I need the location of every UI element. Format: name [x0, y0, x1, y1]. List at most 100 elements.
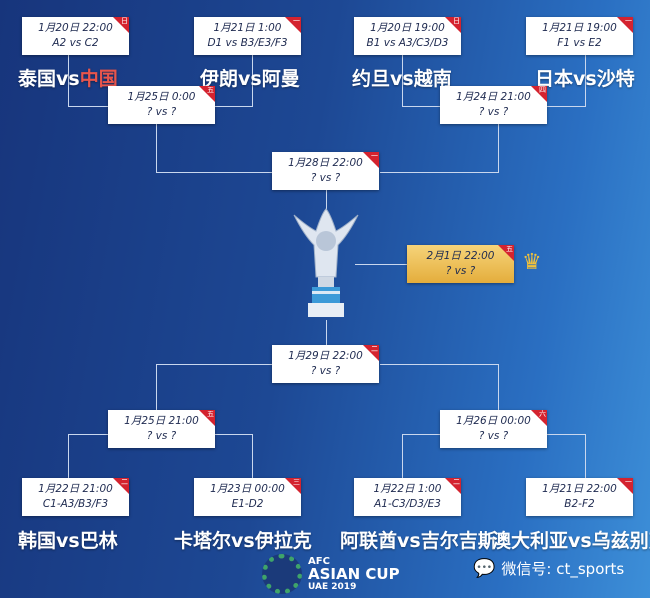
weekday-flag: 三: [293, 478, 300, 486]
bracket-line: [252, 55, 253, 107]
match-date: 1月21日 19:00: [542, 22, 617, 34]
weekday-flag: 日: [453, 17, 460, 25]
match-date: 1月28日 22:00: [288, 157, 363, 169]
weekday-flag: 一: [625, 478, 632, 486]
bracket-line: [585, 55, 586, 107]
match-date: 1月29日 22:00: [288, 350, 363, 362]
match-pairing: ? vs ?: [445, 265, 476, 277]
match-box-r16-1: 日 1月20日 22:00 A2 vs C2: [22, 17, 129, 55]
weekday-flag: 四: [539, 86, 546, 94]
match-pairing: ? vs ?: [146, 106, 177, 118]
match-box-r16-2: 一 1月21日 1:00 D1 vs B3/E3/F3: [194, 17, 301, 55]
weekday-flag: 日: [121, 17, 128, 25]
bracket-line: [215, 106, 253, 107]
match-date: 1月25日 0:00: [127, 91, 196, 103]
bracket-line: [252, 434, 253, 478]
weekday-flag: 二: [121, 478, 128, 486]
weekday-flag: 一: [371, 152, 378, 160]
bracket-line: [68, 106, 108, 107]
weekday-flag: 一: [293, 17, 300, 25]
bracket-line: [68, 434, 69, 478]
teams-label: 日本vs沙特: [535, 68, 635, 90]
match-pairing: F1 vs E2: [557, 37, 602, 49]
trophy-icon: [293, 208, 359, 317]
teams-label: 韩国vs巴林: [18, 530, 118, 552]
match-pairing: ? vs ?: [310, 365, 341, 377]
match-date: 1月21日 1:00: [213, 22, 282, 34]
bracket-line: [498, 364, 499, 410]
match-date: 1月22日 21:00: [38, 483, 113, 495]
weekday-flag: 五: [506, 245, 513, 253]
teams-label-china: 中国: [79, 68, 118, 90]
match-box-r16-3: 日 1月20日 19:00 B1 vs A3/C3/D3: [354, 17, 461, 55]
weekday-flag: 二: [371, 345, 378, 353]
bracket-line: [68, 55, 69, 107]
bracket-line: [156, 123, 157, 173]
weekday-flag: 五: [207, 410, 214, 418]
logo-emblem-icon: [262, 554, 302, 594]
bracket-line: [547, 106, 586, 107]
teams-label: 阿联酋vs吉尔吉斯: [340, 530, 497, 552]
bracket-line: [585, 434, 586, 478]
match-pairing: E1-D2: [231, 498, 264, 510]
afc-asian-cup-logo: AFC ASIAN CUP UAE 2019: [262, 554, 400, 594]
match-pairing: ? vs ?: [478, 430, 509, 442]
match-date: 1月20日 19:00: [370, 22, 445, 34]
wechat-watermark: 💬 微信号: ct_sports: [473, 558, 624, 579]
weekday-flag: 一: [625, 17, 632, 25]
teams-label: 澳大利亚vs乌兹别克: [492, 530, 650, 552]
bracket-line: [156, 364, 157, 410]
bracket-line: [68, 434, 108, 435]
match-box-qf-1: 五 1月25日 0:00 ? vs ?: [108, 86, 215, 124]
match-date: 2月1日 22:00: [426, 250, 495, 262]
teams-label: 约旦vs越南: [352, 68, 452, 90]
weekday-flag: 二: [453, 478, 460, 486]
bracket-line: [498, 123, 499, 173]
match-date: 1月21日 22:00: [542, 483, 617, 495]
bracket-line: [380, 172, 499, 173]
bracket-line: [380, 364, 499, 365]
match-box-sf-2: 二 1月29日 22:00 ? vs ?: [272, 345, 379, 383]
teams-label: 卡塔尔vs伊拉克: [174, 530, 312, 552]
logo-text: AFC: [308, 555, 330, 567]
match-date: 1月24日 21:00: [456, 91, 531, 103]
match-pairing: A2 vs C2: [52, 37, 99, 49]
match-pairing: B1 vs A3/C3/D3: [366, 37, 449, 49]
match-pairing: B2-F2: [564, 498, 595, 510]
teams-label-a: 泰国vs: [18, 68, 80, 90]
bracket-line: [215, 434, 253, 435]
weekday-flag: 五: [207, 86, 214, 94]
match-pairing: C1-A3/B3/F3: [42, 498, 109, 510]
match-date: 1月26日 00:00: [456, 415, 531, 427]
match-box-sf-1: 一 1月28日 22:00 ? vs ?: [272, 152, 379, 190]
bracket-line: [402, 106, 440, 107]
match-box-r16-4: 一 1月21日 19:00 F1 vs E2: [526, 17, 633, 55]
match-pairing: D1 vs B3/E3/F3: [207, 37, 288, 49]
match-date: 1月20日 22:00: [38, 22, 113, 34]
wechat-id: 微信号: ct_sports: [501, 560, 625, 578]
match-date: 1月23日 00:00: [210, 483, 285, 495]
match-box-final: 五 2月1日 22:00 ? vs ?: [407, 245, 514, 283]
match-pairing: ? vs ?: [310, 172, 341, 184]
match-pairing: ? vs ?: [478, 106, 509, 118]
bracket-line: [156, 364, 272, 365]
bracket-line: [326, 320, 327, 345]
match-pairing: ? vs ?: [146, 430, 177, 442]
bracket-line: [547, 434, 586, 435]
bracket-line: [156, 172, 272, 173]
logo-text: ASIAN CUP: [308, 564, 400, 583]
crown-icon: ♛: [522, 250, 542, 275]
bracket-line: [355, 264, 407, 265]
match-pairing: A1-C3/D3/E3: [374, 498, 441, 510]
bracket-line: [402, 434, 403, 478]
teams-label: 伊朗vs阿曼: [200, 68, 300, 90]
bracket-line: [402, 434, 440, 435]
wechat-icon: 💬: [473, 558, 496, 579]
teams-label: 泰国vs中国: [18, 64, 118, 91]
